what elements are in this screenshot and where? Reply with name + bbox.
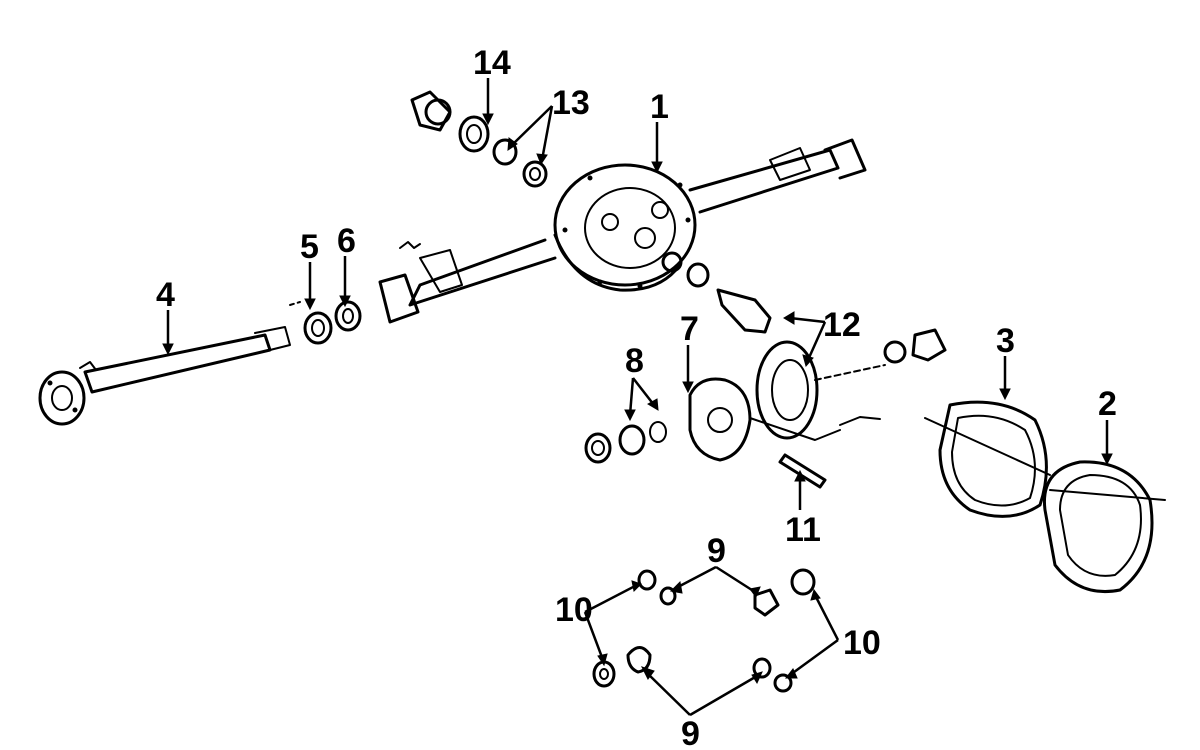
callout-13: 13 [552, 84, 590, 122]
callout-3: 3 [996, 322, 1015, 360]
callout-4: 4 [156, 276, 175, 314]
differential-cover [1042, 460, 1166, 594]
callout-12: 12 [823, 306, 861, 344]
callout-9-top: 9 [707, 532, 726, 570]
cover-gasket [924, 400, 1051, 518]
callout-5: 5 [300, 228, 319, 266]
axle-bearing-seal [289, 300, 362, 345]
callout-labels: 1 2 3 4 5 6 7 8 9 9 10 10 11 12 13 14 [156, 44, 1117, 750]
differential-case [688, 377, 881, 462]
callout-2: 2 [1098, 385, 1117, 423]
callout-10-right: 10 [843, 624, 881, 662]
callout-8: 8 [625, 342, 644, 380]
pinion-shaft [778, 453, 827, 489]
pinion-flange [410, 90, 490, 153]
pinion-bearings [492, 138, 548, 188]
callout-11: 11 [785, 511, 821, 549]
axle-shaft [38, 326, 291, 426]
ring-and-pinion [661, 251, 947, 440]
callout-14: 14 [473, 44, 511, 82]
callout-7: 7 [680, 310, 699, 348]
differential-gears-washers [592, 568, 816, 693]
callout-9-bottom: 9 [681, 715, 700, 750]
callout-1: 1 [650, 88, 669, 126]
axle-housing [378, 138, 867, 324]
callout-6: 6 [337, 222, 356, 260]
leader-lines [162, 78, 1113, 717]
side-bearing [584, 421, 667, 464]
